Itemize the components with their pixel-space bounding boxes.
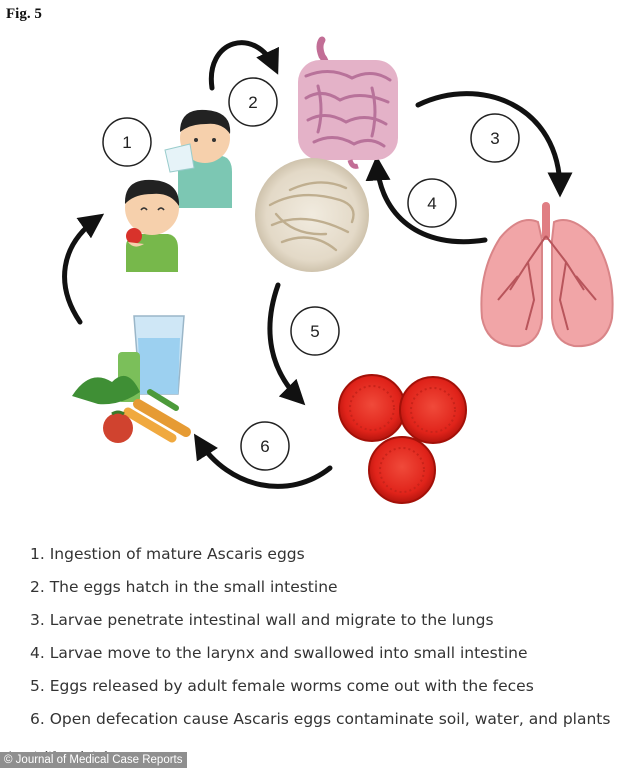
stage-circle-6 [240,421,290,471]
stage-number-5: 5 [310,322,319,341]
arrow-3-to-4 [365,155,488,245]
legend-item-6: 6. Open defecation cause Ascaris eggs co… [30,710,611,728]
stage-circle-3 [470,113,520,163]
stage-circle-2 [228,77,278,127]
legend-item-4: 4. Larvae move to the larynx and swallow… [30,644,528,662]
lungs-icon [480,202,614,348]
life-cycle-diagram: 1 2 3 4 5 6 [62,36,614,504]
eggs-icon [338,374,467,504]
intestine-icon [298,36,398,169]
stage-number-1: 1 [122,133,131,152]
stage-circle-4 [407,178,457,228]
stage-number-4: 4 [427,194,436,213]
legend-item-2: 2. The eggs hatch in the small intestine [30,578,338,596]
child-eating-icon [124,179,180,272]
arrow-4-to-5 [267,282,306,406]
figure-label: Fig. 5 [6,6,42,22]
legend-item-3: 3. Larvae penetrate intestinal wall and … [30,611,494,629]
legend-item-5: 5. Eggs released by adult female worms c… [30,677,534,695]
arrow-2-to-3 [415,91,573,198]
stage-number-2: 2 [248,93,257,112]
arrow-5-to-6 [193,433,333,489]
legend-item-1: 1. Ingestion of mature Ascaris eggs [30,545,305,563]
legend-list: 1. Ingestion of mature Ascaris eggs 2. T… [30,542,610,740]
stage-circle-1 [102,117,152,167]
stage-number-3: 3 [490,129,499,148]
child-drinking-icon [164,109,232,208]
stage-circle-5 [290,306,340,356]
worms-dish-icon [255,158,369,272]
source-credit: © Journal of Medical Case Reports [0,752,187,768]
vegetables-water-icon [72,315,191,443]
arrow-1-to-2 [208,40,279,91]
stage-number-6: 6 [260,437,269,456]
arrow-6-to-1 [62,213,105,325]
